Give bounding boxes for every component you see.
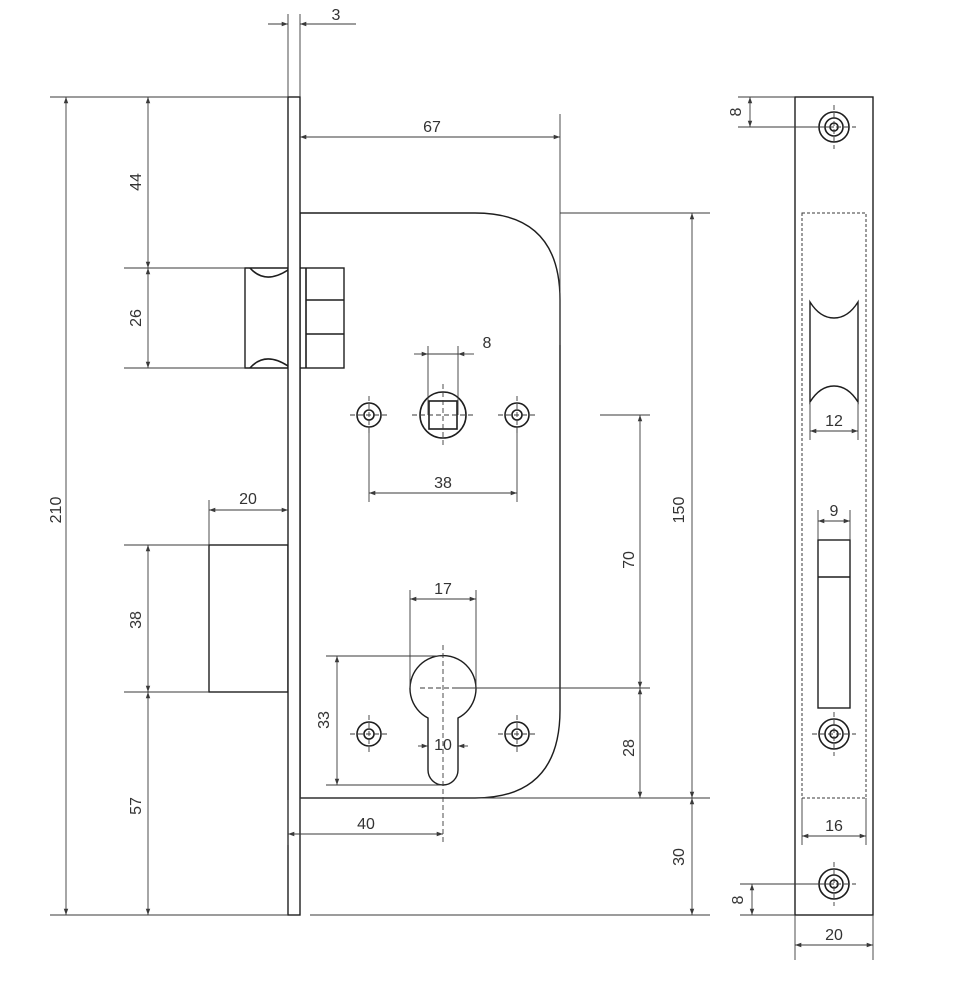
dim-screw-hole-top-offset: 8 xyxy=(728,96,834,128)
svg-text:9: 9 xyxy=(830,503,839,520)
dim-faceplate-thickness: 3 xyxy=(268,7,356,97)
dim-cylinder-slot: 10 xyxy=(418,737,468,754)
svg-text:70: 70 xyxy=(621,551,638,569)
svg-text:26: 26 xyxy=(128,309,145,327)
svg-text:38: 38 xyxy=(434,475,452,492)
dim-case-height: 150 xyxy=(300,212,710,799)
side-view: 8 12 9 16 8 xyxy=(728,96,874,960)
dim-cylinder-backset: 40 xyxy=(287,800,443,845)
svg-text:67: 67 xyxy=(423,119,441,136)
dim-handle-hole-spacing: 38 xyxy=(368,427,518,502)
dim-latch-height: 26 xyxy=(124,268,245,369)
dim-total-height: 210 xyxy=(48,96,288,916)
cylinder-screw-hole-right xyxy=(498,715,536,753)
svg-text:8: 8 xyxy=(483,335,492,352)
dim-cylinder-height: 33 xyxy=(316,655,443,786)
dim-bolt-height: 38 xyxy=(124,544,209,693)
dim-top-to-latch: 44 xyxy=(124,97,245,269)
front-view: 3 67 210 44 26 xyxy=(48,7,710,916)
svg-text:44: 44 xyxy=(128,173,145,191)
svg-text:150: 150 xyxy=(671,497,688,524)
dim-backset: 67 xyxy=(300,114,561,345)
svg-text:28: 28 xyxy=(621,739,638,757)
dim-bolt-to-bottom: 57 xyxy=(128,692,151,915)
svg-text:57: 57 xyxy=(128,797,145,815)
lock-case-body xyxy=(299,212,561,799)
svg-text:40: 40 xyxy=(357,816,375,833)
dim-screw-hole-bottom-offset: 8 xyxy=(730,883,834,916)
dim-handle-spindle: 8 xyxy=(414,335,492,415)
handle-spindle-hole xyxy=(412,384,474,446)
dim-case-to-plate-bottom: 30 xyxy=(310,798,710,916)
svg-text:8: 8 xyxy=(730,895,747,904)
cylinder-screw-hole-left xyxy=(350,715,388,753)
dim-handle-to-cylinder: 70 xyxy=(455,414,650,689)
svg-text:33: 33 xyxy=(316,711,333,729)
dim-case-width: 16 xyxy=(801,798,867,845)
dim-bolt-width: 9 xyxy=(817,503,851,540)
latch-body xyxy=(299,267,345,369)
svg-text:30: 30 xyxy=(671,848,688,866)
svg-text:20: 20 xyxy=(239,491,257,508)
latch-bolt xyxy=(244,267,289,369)
svg-text:10: 10 xyxy=(434,737,452,754)
dim-faceplate-width: 20 xyxy=(794,915,874,960)
side-screw-hole-middle xyxy=(812,712,856,756)
svg-text:17: 17 xyxy=(434,581,452,598)
svg-text:8: 8 xyxy=(728,107,745,116)
svg-text:3: 3 xyxy=(332,7,341,24)
dim-latch-width: 12 xyxy=(809,402,859,440)
side-bolt-opening xyxy=(817,539,851,709)
dim-cylinder-to-case-bottom: 28 xyxy=(621,688,643,798)
svg-text:20: 20 xyxy=(825,927,843,944)
side-faceplate xyxy=(794,96,874,916)
dim-cylinder-width: 17 xyxy=(409,581,477,688)
faceplate xyxy=(287,96,301,916)
svg-text:16: 16 xyxy=(825,818,843,835)
dead-bolt xyxy=(208,544,289,693)
svg-text:38: 38 xyxy=(128,611,145,629)
side-case-hidden-outline xyxy=(801,212,867,799)
dim-bolt-projection: 20 xyxy=(208,491,288,545)
svg-text:210: 210 xyxy=(48,497,65,524)
svg-text:12: 12 xyxy=(825,413,843,430)
